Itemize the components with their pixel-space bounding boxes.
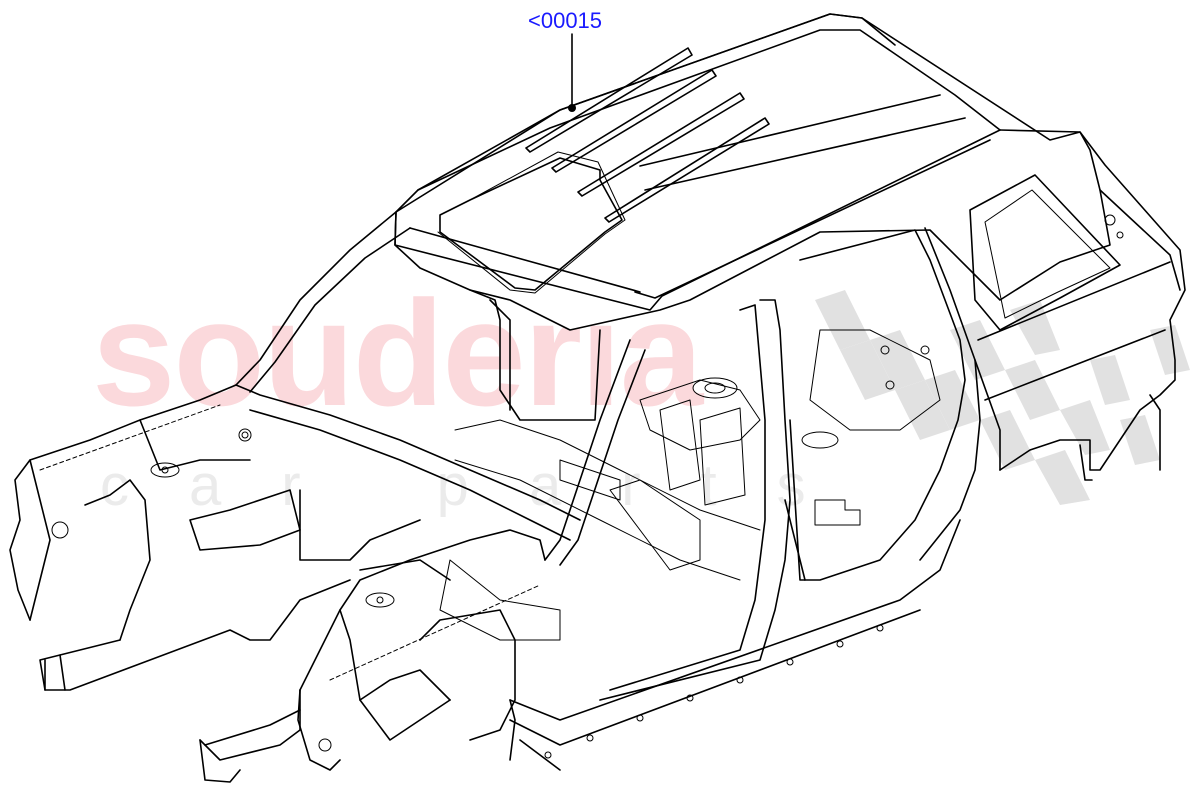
watermark-subtext: car parts [100, 453, 866, 518]
front-right-structure [199, 529, 546, 783]
floor-pan [439, 329, 941, 641]
front-left-structure [9, 384, 451, 691]
roof-panel [394, 13, 1111, 331]
a-pillar-windscreen [235, 211, 646, 566]
b-pillar-and-openings [599, 227, 1001, 701]
sill [509, 519, 961, 771]
part-callout-label[interactable]: <00015 [528, 8, 603, 33]
callout-anchor-dot [568, 104, 576, 112]
rear-quarter [969, 129, 1186, 481]
